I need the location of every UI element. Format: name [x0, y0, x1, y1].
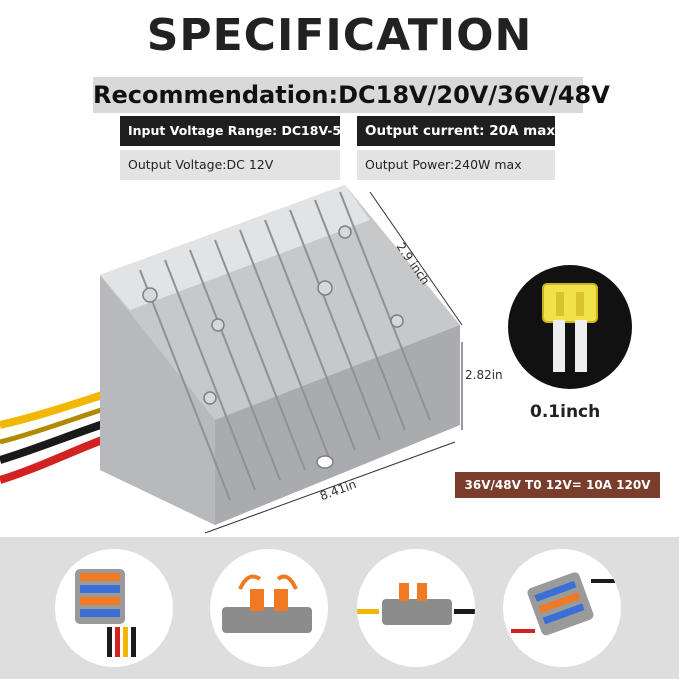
dimension-height: 2.82in: [465, 368, 503, 382]
converter-product-image: [0, 185, 463, 534]
spec-output-power: Output Power:240W max: [357, 150, 555, 180]
spec-output-voltage: Output Voltage:DC 12V: [120, 150, 340, 180]
wire-insert-icon: [357, 549, 475, 667]
spec-input-voltage: Input Voltage Range: DC18V-58V: [120, 116, 359, 146]
mini-fuse-image: [508, 265, 632, 389]
fuse-size-label: 0.1inch: [530, 402, 601, 422]
spec-output-current: Output current: 20A max: [357, 116, 555, 146]
lever-open-icon: [210, 549, 328, 667]
promo-badge: 36V/48V T0 12V= 10A 120V: [455, 472, 660, 498]
wire-connected-icon: [503, 549, 621, 667]
wire-connector-image: [55, 549, 173, 667]
recommendation-banner: Recommendation:DC18V/20V/36V/48V: [93, 77, 610, 113]
page-title: SPECIFICATION: [146, 10, 533, 61]
